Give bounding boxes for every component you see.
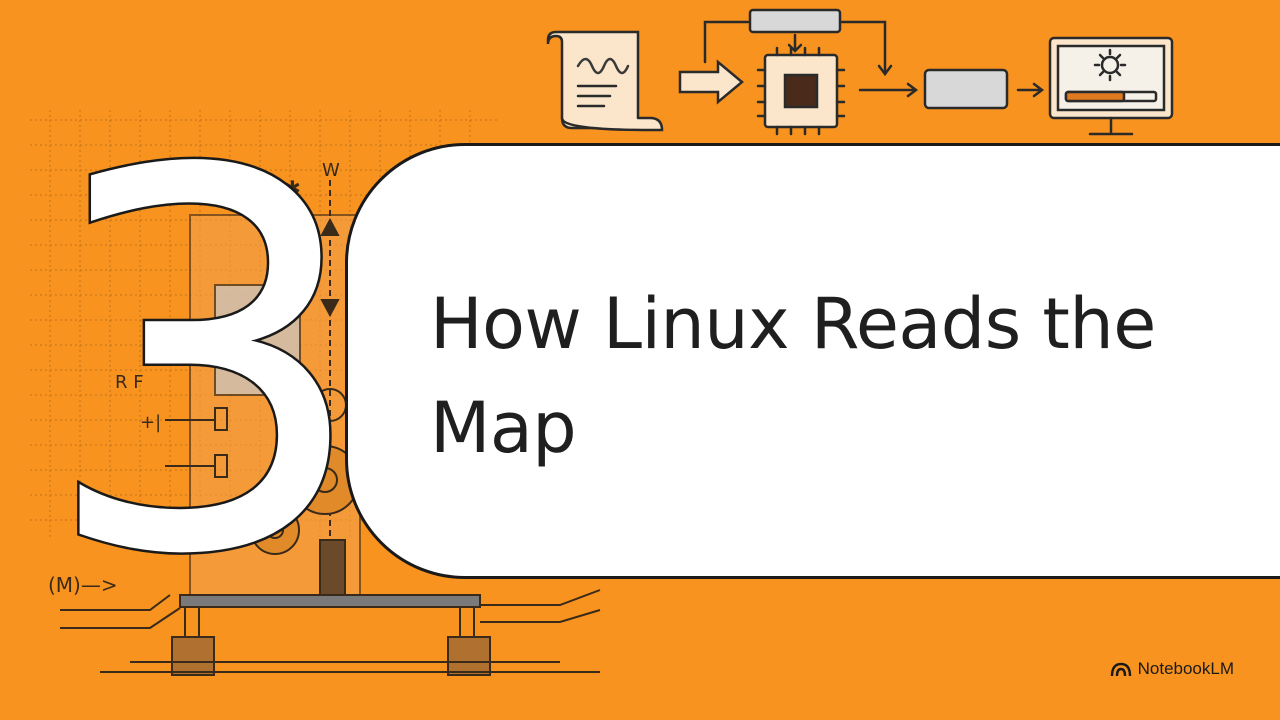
slide-title-line-2: Map bbox=[430, 387, 577, 469]
notebooklm-logo-icon bbox=[1110, 662, 1131, 677]
svg-text:✱: ✱ bbox=[284, 176, 301, 200]
scroll-document-icon bbox=[546, 30, 664, 132]
svg-text:+|: +| bbox=[140, 412, 161, 433]
cpu-chip-icon bbox=[756, 46, 846, 136]
monitor-icon bbox=[1048, 36, 1174, 136]
title-card bbox=[345, 143, 1280, 579]
svg-text:(M)—>: (M)—> bbox=[48, 573, 118, 597]
boot-flow-diagram bbox=[546, 8, 1174, 136]
svg-text:R F: R F bbox=[115, 372, 144, 393]
slide-title-line-1: How Linux Reads the bbox=[430, 283, 1156, 365]
chapter-number-text: 3 bbox=[40, 105, 340, 575]
slide-title: How Linux Reads the Map bbox=[430, 272, 1230, 480]
arrow-right-icon bbox=[678, 59, 744, 105]
chapter-number: 3 bbox=[40, 105, 340, 575]
memory-block-icon bbox=[923, 68, 1009, 110]
machine-sketch: (M)—> R F +| ✱ W bbox=[48, 160, 601, 676]
brand-name: NotebookLM bbox=[1137, 659, 1234, 678]
svg-text:W: W bbox=[322, 160, 340, 181]
notebooklm-branding: NotebookLM bbox=[1110, 659, 1234, 679]
